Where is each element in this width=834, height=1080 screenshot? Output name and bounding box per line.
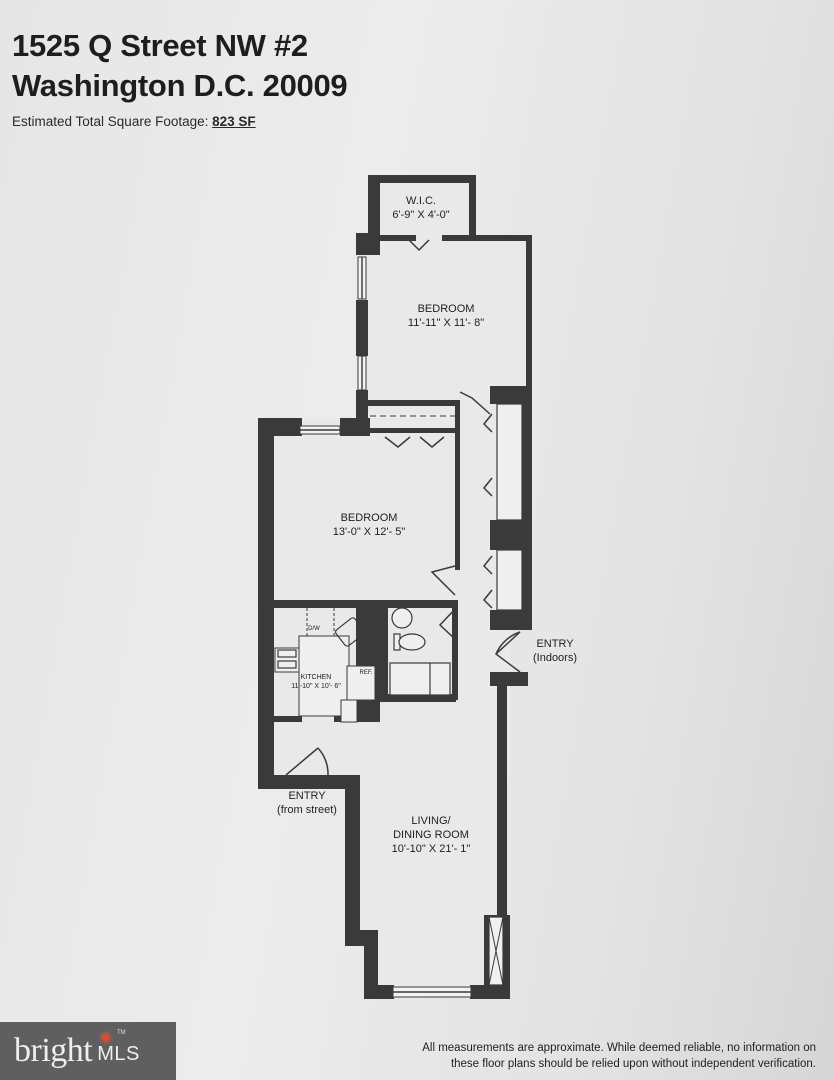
disclaimer-line-2: these floor plans should be relied upon … (450, 1058, 816, 1071)
bedroom1-label: BEDROOM 11'-11" X 11'- 8" (408, 303, 484, 331)
living-label: LIVING/ DINING ROOM 10'-10" X 21'- 1" (392, 815, 471, 856)
living-name-1: LIVING/ (411, 815, 451, 827)
bedroom2-dims: 13'-0" X 12'- 5" (332, 525, 406, 538)
floor-fill (262, 178, 532, 995)
entry-indoors-label: ENTRY (Indoors) (533, 638, 577, 666)
living-name-2: DINING ROOM (393, 828, 469, 841)
bedroom1-dims: 11'-11" X 11'- 8" (407, 316, 485, 329)
entry-street-name: ENTRY (288, 790, 326, 802)
wic-label: W.I.C. 6'-9" X 4'-0" (392, 195, 449, 223)
bedroom1-name: BEDROOM (417, 303, 475, 315)
doors (285, 239, 521, 777)
address-line-1: 1525 Q Street NW #2 (12, 28, 308, 63)
kitchen-label: KITCHEN 11'-10" X 10'- 6" (291, 674, 341, 692)
bright-mls-logo: bright TM MLS (0, 1022, 176, 1080)
bath-fixtures (389, 607, 451, 696)
logo-mls: MLS (97, 1042, 140, 1065)
entry-street-label: ENTRY (from street) (277, 790, 337, 818)
address-line-2: Washington D.C. 20009 (12, 68, 348, 103)
living-dims: 10'-10" X 21'- 1" (391, 842, 471, 855)
logo-wordmark: bright (14, 1032, 109, 1070)
disclaimer-line-1: All measurements are approximate. While … (422, 1042, 816, 1054)
entry-indoors-note: (Indoors) (532, 651, 578, 664)
sqft-value: 823 SF (212, 114, 256, 129)
refrigerator-label: REF. (359, 670, 373, 676)
logo-tm: TM (117, 1030, 126, 1036)
wic-dims: 6'-9" X 4'-0" (392, 208, 450, 221)
square-footage: Estimated Total Square Footage: 823 SF (12, 114, 256, 129)
disclaimer: All measurements are approximate. While … (422, 1040, 816, 1072)
sqft-label: Estimated Total Square Footage: (12, 114, 209, 129)
kitchen-name: KITCHEN (300, 674, 332, 681)
entry-indoors-name: ENTRY (536, 638, 574, 650)
dishwasher-label: D/W (308, 626, 320, 632)
entry-street-note: (from street) (277, 803, 337, 816)
bedroom2-name: BEDROOM (340, 512, 398, 524)
walls (258, 175, 532, 999)
wic-name: W.I.C. (406, 195, 436, 207)
logo-spark-icon (102, 1034, 109, 1041)
kitchen-dims: 11'-10" X 10'- 6" (291, 682, 341, 690)
kitchen-fixtures (274, 635, 376, 723)
bedroom2-label: BEDROOM 13'-0" X 12'- 5" (333, 512, 406, 540)
